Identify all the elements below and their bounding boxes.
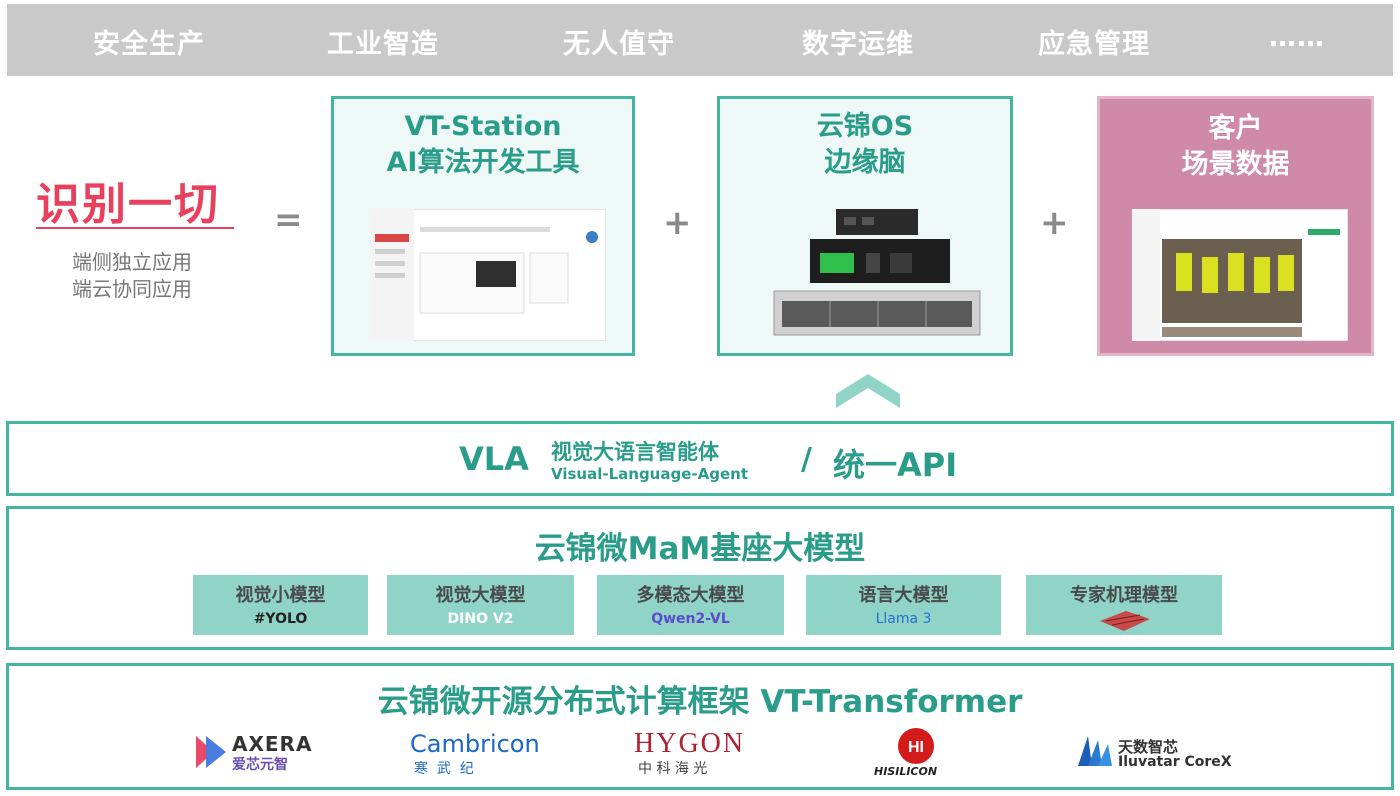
model-chip-expert: 专家机理模型 (1026, 575, 1222, 635)
headline: 识别一切 (36, 179, 220, 230)
mam-title: 云锦微MaM基座大模型 (534, 531, 866, 567)
vla-en: Visual-Language-Agent (551, 465, 748, 483)
hisilicon-logo: HISILICON (874, 765, 938, 778)
plus-sign-2: + (1040, 203, 1069, 243)
model-label: 多模态大模型 (636, 585, 745, 606)
scenario-emergency: 应急管理 (1038, 29, 1150, 60)
llama-logo: Llama 3 (875, 611, 932, 627)
os-box: 云锦OS 边缘脑 (717, 96, 1013, 356)
model-chip-large-vision: 视觉大模型 DINO V2 (387, 575, 574, 635)
hygon-logo: HYGON (634, 728, 746, 759)
vla-abbr: VLA (459, 440, 529, 478)
yolo-logo: #YOLO (253, 611, 308, 627)
customer-scene-screenshot (1132, 209, 1348, 341)
hisilicon-logo-icon: HI (898, 728, 934, 764)
headline-line1: 端侧独立应用 (72, 250, 192, 274)
expert-model-icon (1100, 611, 1150, 631)
equals-sign: = (274, 200, 303, 240)
iluvatar-logo-icon (1078, 736, 1112, 766)
qwen-logo: Qwen2-VL (651, 611, 730, 627)
vt-station-box: VT-Station AI算法开发工具 (331, 96, 635, 356)
framework-title: 云锦微开源分布式计算框架 VT-Transformer (377, 684, 1023, 720)
scenario-unattended: 无人值守 (563, 29, 675, 60)
svg-text:HI: HI (908, 739, 924, 756)
hygon-cn: 中 科 海 光 (638, 761, 708, 777)
edge-hardware-image (773, 209, 981, 336)
headline-line2: 端云协同应用 (72, 277, 192, 301)
scenario-bar: 安全生产 工业智造 无人值守 数字运维 应急管理 …… (7, 4, 1393, 76)
iluvatar-cn: 天数智芯 (1118, 738, 1179, 756)
axera-cn: 爱芯元智 (232, 757, 288, 773)
vla-band: VLA 视觉大语言智能体 Visual-Language-Agent / 统一A… (6, 421, 1394, 496)
customer-data-box: 客户 场景数据 (1097, 96, 1374, 356)
headline-underline (36, 227, 234, 229)
vla-cn: 视觉大语言智能体 (551, 440, 719, 464)
up-arrow-icon (836, 374, 900, 408)
scenario-safety: 安全生产 (93, 29, 205, 60)
model-label: 视觉大模型 (435, 585, 526, 606)
vla-separator: / (801, 442, 812, 477)
framework-band: 云锦微开源分布式计算框架 VT-Transformer (6, 663, 1394, 790)
customer-subtitle: 场景数据 (1181, 149, 1290, 180)
cambricon-logo: Cambricon (410, 730, 540, 758)
model-label: 语言大模型 (858, 585, 949, 606)
os-subtitle: 边缘脑 (824, 147, 906, 178)
model-chip-small-vision: 视觉小模型 #YOLO (193, 575, 368, 635)
iluvatar-en: Iluvatar CoreX (1118, 754, 1232, 770)
customer-title: 客户 (1208, 113, 1263, 144)
scenario-digital-ops: 数字运维 (802, 29, 914, 60)
axera-logo-icon (196, 736, 226, 768)
vt-station-screenshot (370, 209, 606, 341)
model-chip-multimodal: 多模态大模型 Qwen2-VL (597, 575, 784, 635)
scenario-more: …… (1269, 22, 1325, 53)
model-chip-language: 语言大模型 Llama 3 (806, 575, 1001, 635)
model-label: 专家机理模型 (1070, 585, 1178, 606)
dino-logo: DINO V2 (447, 611, 514, 627)
plus-sign-1: + (663, 203, 692, 243)
vla-api: 统一API (833, 446, 958, 484)
vt-station-subtitle: AI算法开发工具 (386, 147, 580, 178)
os-title: 云锦OS (816, 111, 914, 142)
cambricon-cn: 寒 武 纪 (414, 761, 474, 777)
model-label: 视觉小模型 (235, 585, 326, 606)
vt-station-title: VT-Station (404, 111, 562, 142)
axera-logo: AXERA (232, 732, 313, 756)
scenario-manufacturing: 工业智造 (327, 29, 439, 60)
